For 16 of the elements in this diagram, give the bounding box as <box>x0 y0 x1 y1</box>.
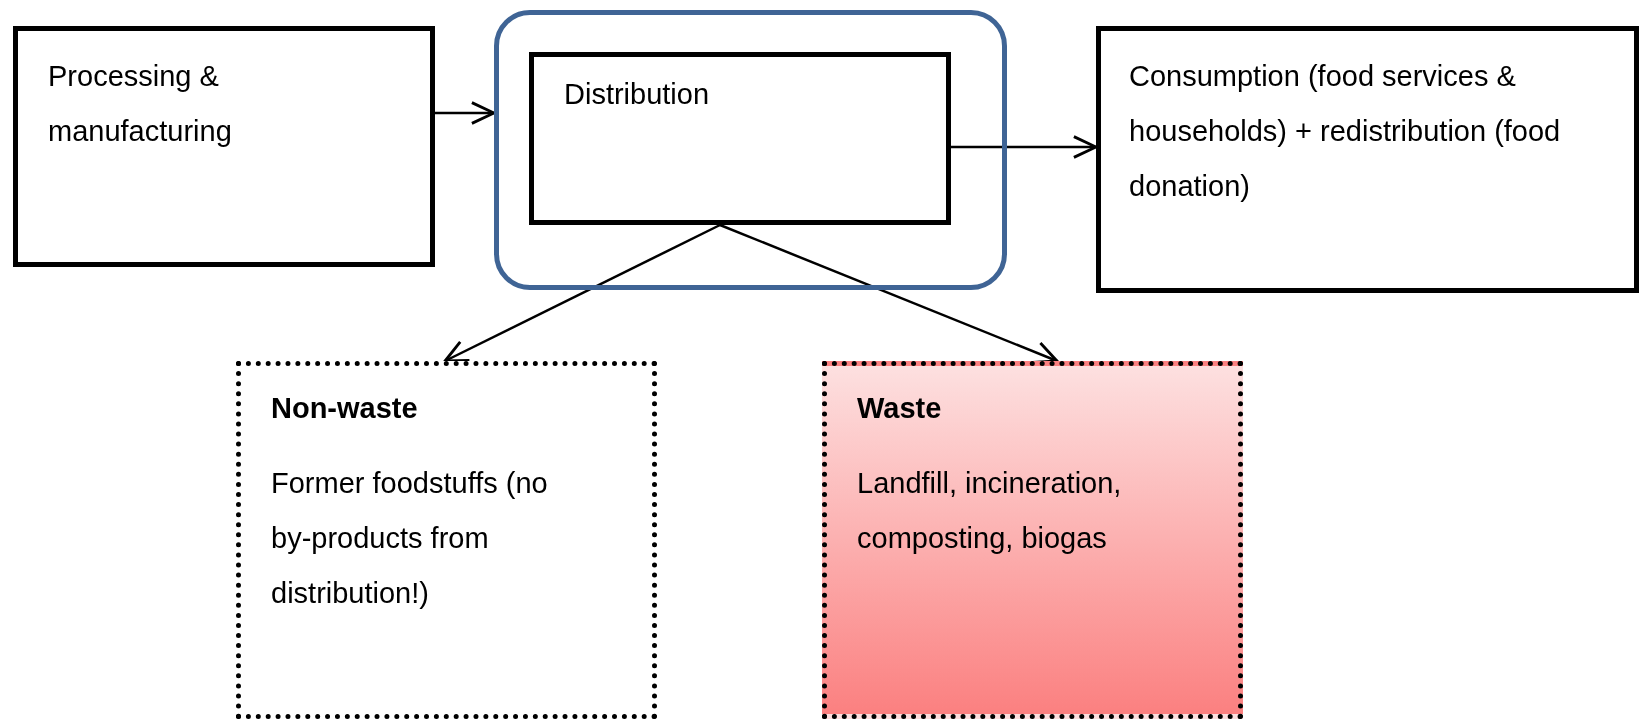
process-box <box>13 26 435 267</box>
box-heading: Waste <box>857 391 943 426</box>
arrow <box>951 135 1098 159</box>
box-text: Consumption (food services & households) + redistribution (food donation) <box>1129 59 1562 204</box>
box-heading: Non-waste <box>271 391 419 426</box>
group-frame <box>494 10 1007 290</box>
process-box <box>529 52 951 225</box>
box-text: Landfill, incineration, composting, biogas <box>857 466 1123 556</box>
arrow <box>443 223 721 363</box>
arrow <box>435 101 496 125</box>
box-text: Distribution <box>564 77 711 112</box>
process-box <box>1096 26 1639 293</box>
outcome-box <box>822 361 1243 719</box>
box-text: Former foodstuffs (no by-products from distribution!) <box>271 466 549 611</box>
outcome-box <box>236 361 657 719</box>
box-text: Processing & manufacturing <box>48 59 233 149</box>
